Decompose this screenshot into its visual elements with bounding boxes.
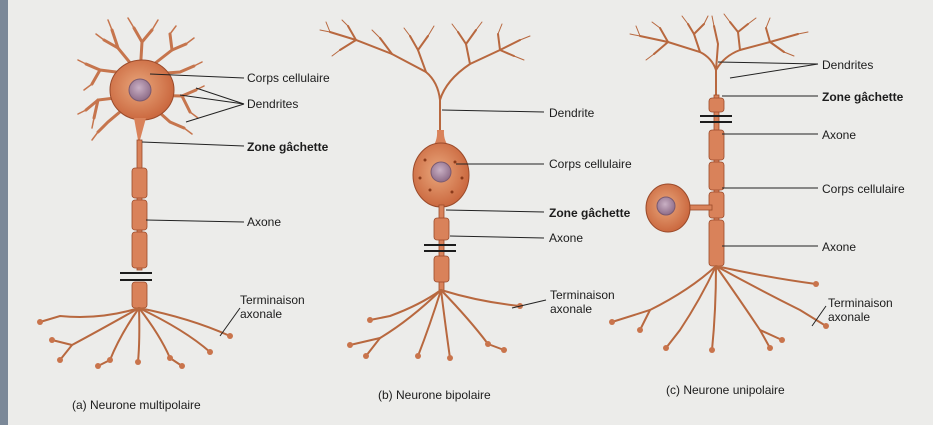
- label-c-dendrites: Dendrites: [822, 58, 873, 72]
- multipolar-neuron: [37, 18, 244, 369]
- leader-b-axon: [450, 236, 544, 238]
- bipolar-myelin-2: [434, 256, 449, 282]
- unipolar-myelin-3: [709, 162, 724, 190]
- bipolar-dendrite-tree: [330, 26, 520, 135]
- multipolar-nucleus: [129, 79, 151, 101]
- label-b-terminal: Terminaison axonale: [550, 288, 615, 316]
- label-c-axon-lower: Axone: [822, 240, 856, 254]
- multipolar-myelin-1: [132, 168, 147, 198]
- bipolar-nucleus: [431, 162, 451, 182]
- label-b-axon: Axone: [549, 231, 583, 245]
- leader-a-terminal: [220, 308, 240, 336]
- leader-b-trigger: [446, 210, 544, 212]
- unipolar-myelin-5: [709, 220, 724, 266]
- unipolar-myelin-2: [709, 130, 724, 160]
- leader-c-dendrites-2: [730, 64, 818, 78]
- unipolar-neuron: [609, 14, 829, 353]
- label-a-terminal-line2: axonale: [240, 307, 305, 321]
- label-c-terminal-line2: axonale: [828, 310, 893, 324]
- leader-c-dendrites-1: [718, 62, 818, 64]
- leader-a-dendrites-3: [196, 88, 244, 104]
- label-c-trigger-zone: Zone gâchette: [822, 90, 903, 104]
- label-b-terminal-line2: axonale: [550, 302, 615, 316]
- caption-b: (b) Neurone bipolaire: [378, 388, 491, 402]
- leader-a-dendrites-1: [180, 95, 244, 104]
- label-b-terminal-line1: Terminaison: [550, 288, 615, 302]
- label-b-dendrite: Dendrite: [549, 106, 594, 120]
- label-a-dendrites: Dendrites: [247, 97, 298, 111]
- multipolar-axon-terminals: [40, 308, 230, 366]
- leader-a-trigger: [142, 142, 244, 146]
- unipolar-myelin-1: [709, 98, 724, 112]
- label-c-terminal-line1: Terminaison: [828, 296, 893, 310]
- label-a-terminal-line1: Terminaison: [240, 293, 305, 307]
- bipolar-myelin-1: [434, 218, 449, 240]
- bipolar-neuron: [320, 20, 546, 361]
- label-a-trigger-zone: Zone gâchette: [247, 140, 328, 154]
- label-a-terminal: Terminaison axonale: [240, 293, 305, 321]
- multipolar-myelin-2: [132, 200, 147, 230]
- leader-c-terminal: [812, 306, 826, 326]
- label-b-trigger-zone: Zone gâchette: [549, 206, 630, 220]
- multipolar-axon-hillock: [134, 118, 146, 140]
- label-c-terminal: Terminaison axonale: [828, 296, 893, 324]
- leader-a-dendrites-2: [186, 104, 244, 122]
- label-b-cell-body: Corps cellulaire: [549, 157, 632, 171]
- label-a-cell-body: Corps cellulaire: [247, 71, 330, 85]
- leader-a-axon: [146, 220, 244, 222]
- label-c-axon-upper: Axone: [822, 128, 856, 142]
- unipolar-nucleus: [657, 197, 675, 215]
- multipolar-myelin-3: [132, 232, 147, 268]
- caption-c: (c) Neurone unipolaire: [666, 383, 785, 397]
- unipolar-dendrite-tree: [640, 22, 798, 95]
- leader-b-terminal: [512, 300, 546, 308]
- label-c-cell-body: Corps cellulaire: [822, 182, 905, 196]
- leader-b-dendrite: [442, 110, 544, 112]
- caption-a: (a) Neurone multipolaire: [72, 398, 201, 412]
- bipolar-axon-terminals: [350, 290, 520, 358]
- label-a-axon: Axone: [247, 215, 281, 229]
- unipolar-axon-terminals: [612, 266, 826, 350]
